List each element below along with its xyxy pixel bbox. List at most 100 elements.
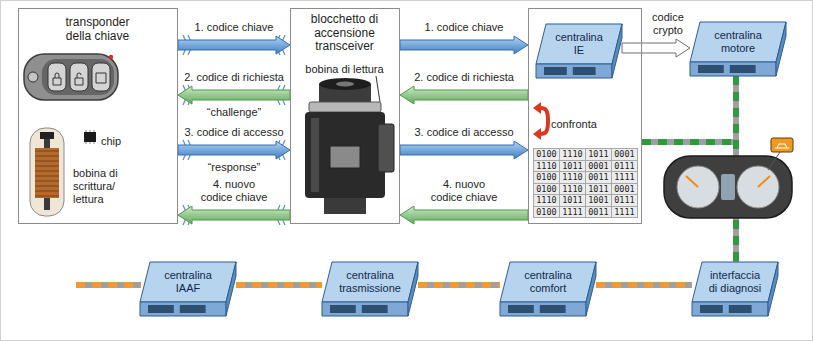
label-slot: 1. codice chiave bbox=[425, 21, 504, 34]
flow-label: 2. codice di richiesta bbox=[414, 71, 514, 84]
key-button bbox=[70, 63, 88, 91]
chip-icon bbox=[84, 132, 96, 142]
bus-line bbox=[418, 285, 500, 286]
unit-top bbox=[692, 262, 778, 302]
bus-dash bbox=[418, 282, 500, 288]
signal-arrow bbox=[400, 36, 528, 54]
part-label: bobina di lettura bbox=[305, 63, 383, 76]
unit-front bbox=[536, 64, 612, 78]
unit-plug bbox=[700, 305, 723, 313]
unit-side bbox=[612, 24, 622, 78]
unit-name: centralina motore bbox=[705, 29, 771, 55]
flow-label: 2. codice di richiesta bbox=[184, 71, 284, 84]
lock-body bbox=[305, 112, 385, 198]
text-slot: centralina IE bbox=[551, 31, 607, 57]
flow-label: 4. nuovo codice chiave bbox=[198, 178, 270, 204]
label-slot: 4. nuovo codice chiave bbox=[428, 178, 500, 204]
code-cell: 0001 bbox=[612, 149, 637, 160]
lock-base bbox=[324, 198, 366, 214]
flow-label: 3. codice di accesso bbox=[184, 126, 283, 139]
code-cell: 0111 bbox=[612, 161, 637, 172]
code-cell: 0001 bbox=[586, 161, 611, 172]
key-face bbox=[42, 59, 114, 95]
bus-line bbox=[596, 285, 692, 286]
signal-arrow bbox=[178, 141, 290, 159]
gauge-needle bbox=[686, 176, 698, 187]
text-slot: transponder della chiave bbox=[19, 15, 176, 44]
lock-connector bbox=[330, 146, 360, 168]
arrow-body bbox=[178, 36, 290, 54]
code-cell: 1110 bbox=[560, 149, 585, 160]
unit-name: centralina comfort bbox=[515, 269, 581, 295]
control-unit: centralina IE bbox=[536, 24, 622, 78]
unit-front bbox=[500, 302, 586, 316]
unlock-icon bbox=[75, 73, 83, 85]
unit-plug bbox=[573, 67, 596, 75]
arrow-body bbox=[400, 141, 528, 159]
code-cell: 0100 bbox=[534, 149, 559, 160]
label-slot: “response” bbox=[208, 161, 261, 174]
label-slot: 1. codice chiave bbox=[195, 21, 274, 34]
lock-top bbox=[319, 78, 371, 90]
transponder-capsule bbox=[30, 128, 64, 216]
leader-line bbox=[376, 76, 380, 102]
key-button bbox=[48, 63, 66, 91]
component-panel: transponder della chiave chip bobina di sc… bbox=[18, 8, 178, 224]
unit-name: interfaccia di diagnosi bbox=[707, 269, 763, 295]
trunk-icon bbox=[96, 73, 106, 83]
bus-base bbox=[596, 282, 692, 288]
code-cell: 1011 bbox=[560, 161, 585, 172]
code-cell: 1001 bbox=[586, 195, 611, 206]
unit-front bbox=[140, 302, 226, 316]
gauge bbox=[677, 166, 719, 208]
text-slot: bobina di scrittura/ lettura bbox=[73, 167, 145, 207]
unit-plug bbox=[544, 67, 567, 75]
warning-icon bbox=[771, 138, 793, 152]
label-slot: codice crypto bbox=[646, 11, 690, 37]
arrow-body bbox=[178, 86, 290, 104]
bus-base bbox=[418, 282, 500, 288]
unit-front bbox=[692, 302, 768, 316]
reading-coil bbox=[309, 102, 381, 112]
coil bbox=[35, 148, 59, 198]
key-fob bbox=[24, 54, 118, 100]
code-cell: 1011 bbox=[560, 195, 585, 206]
compare-label: confronta bbox=[551, 118, 597, 131]
arrow-body bbox=[400, 86, 528, 104]
bus-stub bbox=[76, 282, 141, 288]
control-unit: interfaccia di diagnosi bbox=[692, 262, 778, 316]
part-label: chip bbox=[101, 135, 121, 148]
code-cell: 0001 bbox=[612, 184, 637, 195]
code-cell: 1110 bbox=[560, 184, 585, 195]
unit-plug bbox=[730, 65, 756, 73]
text-slot: confronta bbox=[551, 114, 597, 132]
unit-plug bbox=[148, 305, 174, 313]
compare-arrowhead bbox=[533, 102, 541, 114]
arrow-body bbox=[622, 39, 690, 57]
signal-arrow bbox=[400, 141, 528, 159]
coil-winding bbox=[35, 151, 59, 196]
label-slot: 2. codice di richiesta bbox=[184, 71, 284, 84]
car-symbol bbox=[775, 144, 789, 148]
unit-side bbox=[768, 262, 778, 316]
code-cell: 0100 bbox=[534, 184, 559, 195]
bus-dash bbox=[596, 282, 692, 288]
text-slot: interfaccia di diagnosi bbox=[707, 269, 763, 295]
text-slot: blocchetto di accensione transceiver bbox=[291, 13, 398, 54]
text-slot: centralina trasmissione bbox=[337, 269, 403, 295]
code-cell: 0111 bbox=[612, 195, 637, 206]
text-slot: centralina motore bbox=[705, 29, 771, 55]
panel-title: blocchetto di accensione transceiver bbox=[295, 13, 395, 54]
bus-dash bbox=[236, 282, 322, 288]
label-slot: 2. codice di richiesta bbox=[414, 71, 514, 84]
unit-side bbox=[408, 262, 418, 316]
chip-pins bbox=[86, 130, 94, 144]
bus-line bbox=[236, 285, 322, 286]
lock-switch bbox=[378, 124, 394, 172]
code-cell: 1110 bbox=[560, 172, 585, 183]
signal-arrow bbox=[622, 39, 690, 57]
unit-plug bbox=[330, 305, 356, 313]
unit-side bbox=[776, 22, 786, 76]
bus-dash bbox=[642, 76, 736, 142]
